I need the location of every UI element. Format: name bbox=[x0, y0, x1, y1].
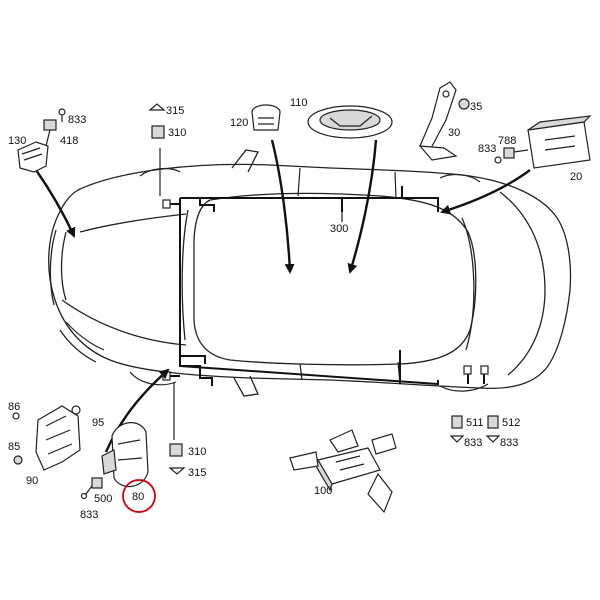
part-130-bracket bbox=[17, 108, 66, 173]
label-86: 86 bbox=[8, 401, 20, 413]
label-418: 418 bbox=[60, 135, 78, 147]
label-788: 788 bbox=[498, 135, 516, 147]
part-110-antenna bbox=[307, 105, 393, 139]
part-20-control-module bbox=[494, 115, 592, 169]
label-300: 300 bbox=[330, 223, 348, 235]
label-512: 512 bbox=[502, 417, 520, 429]
part-30-bracket bbox=[418, 81, 470, 161]
label-120: 120 bbox=[230, 117, 248, 129]
label-110: 110 bbox=[290, 97, 308, 109]
label-80: 80 bbox=[132, 491, 144, 503]
part-80-siren bbox=[80, 422, 149, 500]
label-90: 90 bbox=[26, 475, 38, 487]
part-310-315-bottom bbox=[168, 443, 186, 475]
label-85: 85 bbox=[8, 441, 20, 453]
part-labels: 833 418 130 315 310 120 110 35 30 788 83… bbox=[8, 97, 582, 521]
car-body-outline bbox=[48, 149, 572, 397]
leader-arrows bbox=[35, 139, 531, 453]
label-511: 511 bbox=[466, 417, 484, 429]
label-315-bottom: 315 bbox=[188, 467, 206, 479]
label-833-c: 833 bbox=[80, 509, 98, 521]
part-100-module bbox=[289, 429, 397, 514]
label-30: 30 bbox=[448, 127, 460, 139]
part-511-connector bbox=[449, 415, 465, 443]
label-315-top: 315 bbox=[166, 105, 184, 117]
label-833-b: 833 bbox=[478, 143, 496, 155]
label-833-d: 833 bbox=[464, 437, 482, 449]
highlight-circle-80 bbox=[122, 479, 156, 513]
label-95: 95 bbox=[92, 417, 104, 429]
label-20: 20 bbox=[570, 171, 582, 183]
part-310-315-top bbox=[148, 103, 166, 139]
wiring-harness-300 bbox=[162, 186, 489, 386]
label-310-bottom: 310 bbox=[188, 446, 206, 458]
label-35: 35 bbox=[470, 101, 482, 113]
part-90-bracket bbox=[12, 405, 81, 471]
label-833-a: 833 bbox=[68, 114, 86, 126]
label-100: 100 bbox=[314, 485, 332, 497]
label-310-top: 310 bbox=[168, 127, 186, 139]
label-833-e: 833 bbox=[500, 437, 518, 449]
label-130: 130 bbox=[8, 135, 26, 147]
label-500: 500 bbox=[94, 493, 112, 505]
part-512-connector bbox=[485, 415, 501, 443]
part-120-sensor bbox=[251, 104, 281, 131]
